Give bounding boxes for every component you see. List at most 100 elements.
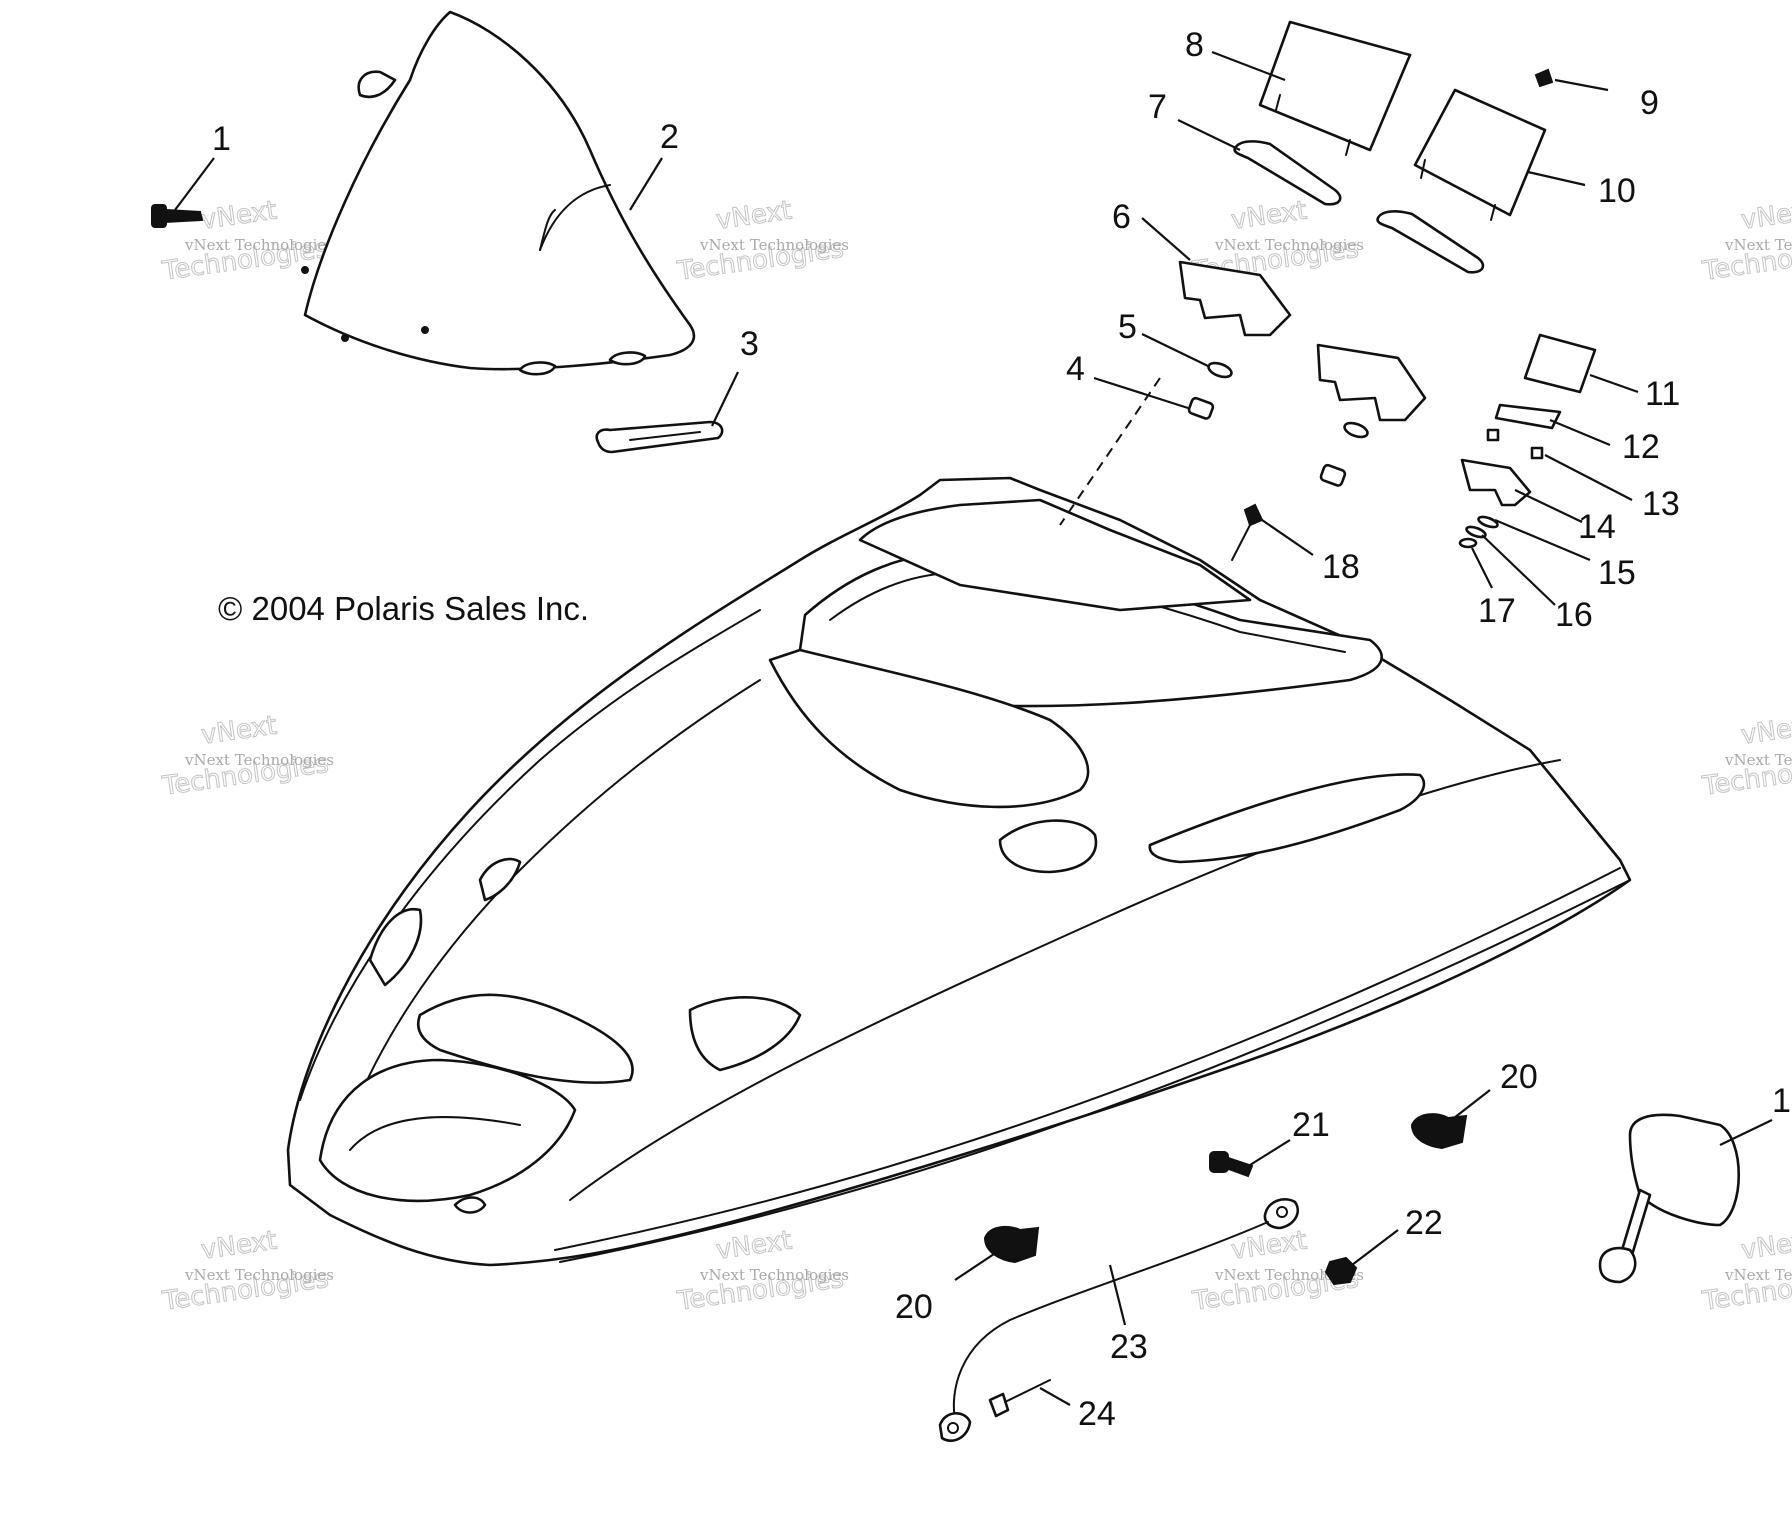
screw-head [151, 204, 167, 228]
callout-22: 22 [1405, 1204, 1443, 1242]
windshield-hole [421, 326, 429, 334]
leader-21 [1249, 1139, 1291, 1166]
callout-13: 13 [1642, 485, 1680, 523]
tether-23-eyelet-bottom [938, 1412, 972, 1442]
callout-2: 2 [660, 118, 679, 156]
mount-line [1059, 377, 1161, 526]
watermark-small: vNext Technologies [699, 1266, 849, 1284]
nose-vent-right [688, 995, 802, 1072]
callout-23: 23 [1110, 1328, 1148, 1366]
clip-20-left-body [983, 1225, 1040, 1264]
gauge-pod-10-pin [1420, 159, 1426, 179]
watermark-top: vNext [714, 196, 793, 236]
screw-part-1 [151, 204, 204, 228]
callout-18: 18 [1322, 548, 1360, 586]
watermark-top: vNext [1229, 196, 1308, 236]
hood-bottom-edge-inner [554, 867, 1621, 1251]
watermark-small: vNext Technologies [699, 236, 849, 254]
watermark-top: vNext [1229, 1226, 1308, 1266]
callout-24: 24 [1078, 1395, 1116, 1433]
bezel-6 [1178, 260, 1292, 337]
leader-13 [1544, 454, 1633, 501]
watermark-small: vNext Technologies [184, 1266, 334, 1284]
grommet-17 [1458, 537, 1478, 549]
gauge-pod-10 [1413, 88, 1547, 221]
nose-vent-left [416, 993, 634, 1084]
callout-8: 8 [1185, 26, 1204, 64]
gauge-pod-8-pin [1275, 94, 1281, 111]
callout-6: 6 [1112, 198, 1131, 236]
side-pod-left-2 [478, 857, 522, 902]
clip-20-right [1410, 1113, 1468, 1150]
leader-17 [1471, 547, 1493, 589]
gauge-pod-10-pin [1490, 204, 1496, 221]
watermark: Technologies vNext Technologies vNext [1699, 1225, 1792, 1317]
watermark: Technologies vNext Technologies vNext [674, 1225, 849, 1317]
windshield-outline [303, 10, 696, 371]
mirror-19-stem [1620, 1188, 1652, 1257]
screw-shank [165, 208, 204, 224]
callout-14: 14 [1578, 508, 1616, 546]
side-pod-left [368, 907, 423, 987]
watermark-small: vNext Technologies [184, 236, 334, 254]
watermark-top: vNext [199, 711, 278, 751]
gauge-pod-8 [1258, 20, 1412, 156]
leader-19 [1719, 1119, 1773, 1146]
bulb-18 [1231, 503, 1264, 561]
leader-5 [1141, 333, 1209, 367]
callout-16: 16 [1555, 596, 1593, 634]
mirror-19-base [1598, 1246, 1637, 1284]
watermark: Technologies vNext Technologies vNext [674, 195, 849, 287]
watermark: Technologies vNext Technologies vNext [159, 195, 334, 287]
windshield-bottom-tab-1 [518, 361, 557, 376]
strap-ridges [629, 431, 701, 441]
screw-21-head [1209, 1151, 1229, 1173]
lens-right [1376, 210, 1485, 274]
leader-lines [174, 50, 1773, 1406]
leader-8 [1211, 50, 1286, 82]
tether-23 [938, 1198, 1300, 1442]
washer-5 [1207, 361, 1233, 379]
leader-22 [1351, 1229, 1399, 1266]
callout-10: 10 [1598, 172, 1636, 210]
leader-6 [1141, 217, 1191, 261]
callout-15: 15 [1598, 554, 1636, 592]
callout-20-right: 20 [1500, 1058, 1538, 1096]
bezel-14 [1460, 458, 1532, 507]
lens-right-body [1376, 210, 1485, 274]
lens-12 [1494, 403, 1562, 430]
windshield-crease-2 [539, 209, 556, 251]
front-marker [453, 1196, 487, 1214]
dash-opening [768, 648, 1090, 809]
console-recess [858, 498, 1252, 612]
callout-4: 4 [1066, 350, 1085, 388]
callout-5: 5 [1118, 308, 1137, 346]
watermark-top: vNext [1739, 1226, 1792, 1266]
tether-23-eyelet-top-hole [1276, 1206, 1288, 1218]
leader-2 [629, 157, 663, 211]
watermark-top: vNext [1739, 196, 1792, 236]
windshield-hole [341, 334, 349, 342]
nut-22 [1324, 1256, 1358, 1286]
watermark-small: vNext Technologies [1724, 1266, 1792, 1284]
watermark-top: vNext [199, 196, 278, 236]
leader-20-right [1444, 1089, 1491, 1126]
strap-part-3 [595, 420, 724, 454]
hood-assembly [286, 476, 1632, 1267]
windshield [301, 10, 696, 376]
lens-7 [1233, 140, 1342, 206]
indicator-11 [1523, 333, 1597, 394]
watermark-top: vNext [1739, 711, 1792, 751]
leader-23 [1108, 1264, 1127, 1326]
grommet-16 [1465, 525, 1487, 539]
nut-right [1319, 463, 1347, 487]
watermark-top: vNext [714, 1226, 793, 1266]
tether-23-eyelet-top [1263, 1198, 1300, 1230]
leader-12 [1549, 418, 1611, 447]
leader-7 [1177, 119, 1241, 151]
clip-9 [1534, 68, 1554, 88]
nose-intake-grille [349, 1116, 521, 1151]
lens-7-body [1233, 140, 1342, 206]
hood-bottom-edge [559, 879, 1631, 1263]
